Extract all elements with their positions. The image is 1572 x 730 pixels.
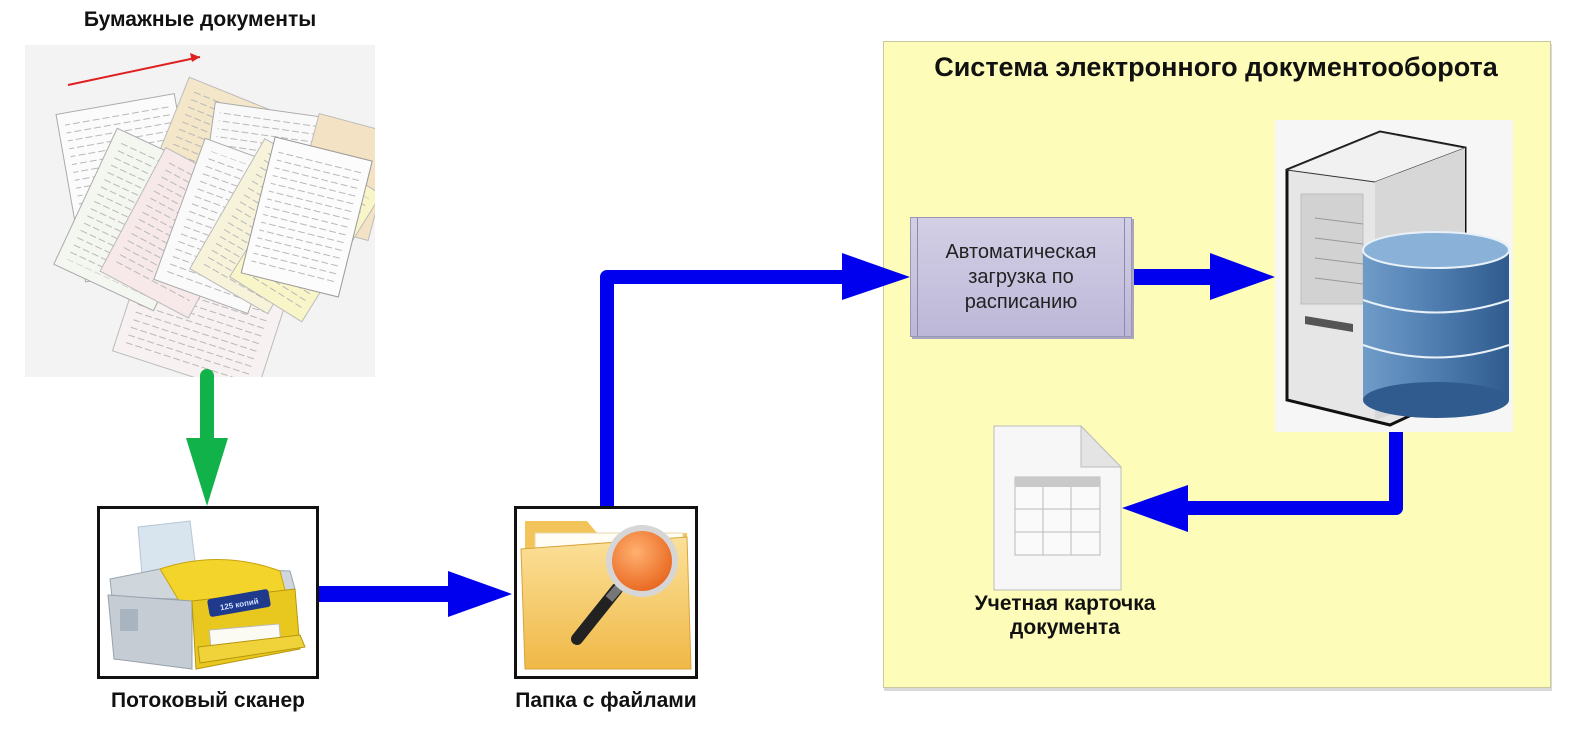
arrow-documents-to-scanner: [186, 369, 228, 506]
arrow-server-to-card: [1122, 426, 1403, 532]
arrow-folder-to-upload: [600, 253, 910, 520]
scheduled-upload-box[interactable]: Автоматическая загрузка по расписанию: [910, 217, 1132, 337]
folder-node[interactable]: [514, 506, 698, 679]
server-database-node[interactable]: [1275, 120, 1513, 432]
document-card-line-2: документа: [1010, 616, 1120, 639]
arrow-upload-to-server: [1122, 253, 1275, 300]
document-card-label: Учетная карточка документа: [940, 592, 1190, 640]
document-table-icon: [993, 425, 1123, 591]
scheduled-upload-line-1: Автоматическая: [945, 240, 1097, 263]
scheduled-upload-line-2: загрузка по: [968, 265, 1074, 288]
document-card-line-1: Учетная карточка: [974, 592, 1156, 615]
folder-search-icon: [520, 521, 692, 670]
arrow-scanner-to-folder: [310, 571, 512, 617]
scanner-node: 125 копий: [97, 506, 319, 679]
paper-documents-label: Бумажные документы: [83, 8, 317, 31]
scanner-icon: 125 копий: [107, 520, 306, 670]
folder-label: Папка с файлами: [515, 689, 697, 712]
paper-documents-icon: [25, 45, 375, 377]
edms-title: Система электронного документооборота: [934, 52, 1498, 82]
document-card-node[interactable]: [993, 425, 1123, 591]
scanner-label: Потоковый сканер: [111, 689, 305, 712]
server-database-icon: [1285, 130, 1510, 427]
scheduled-upload-line-3: расписанию: [964, 290, 1078, 313]
scheduled-upload-text: Автоматическая загрузка по расписанию: [945, 240, 1096, 315]
